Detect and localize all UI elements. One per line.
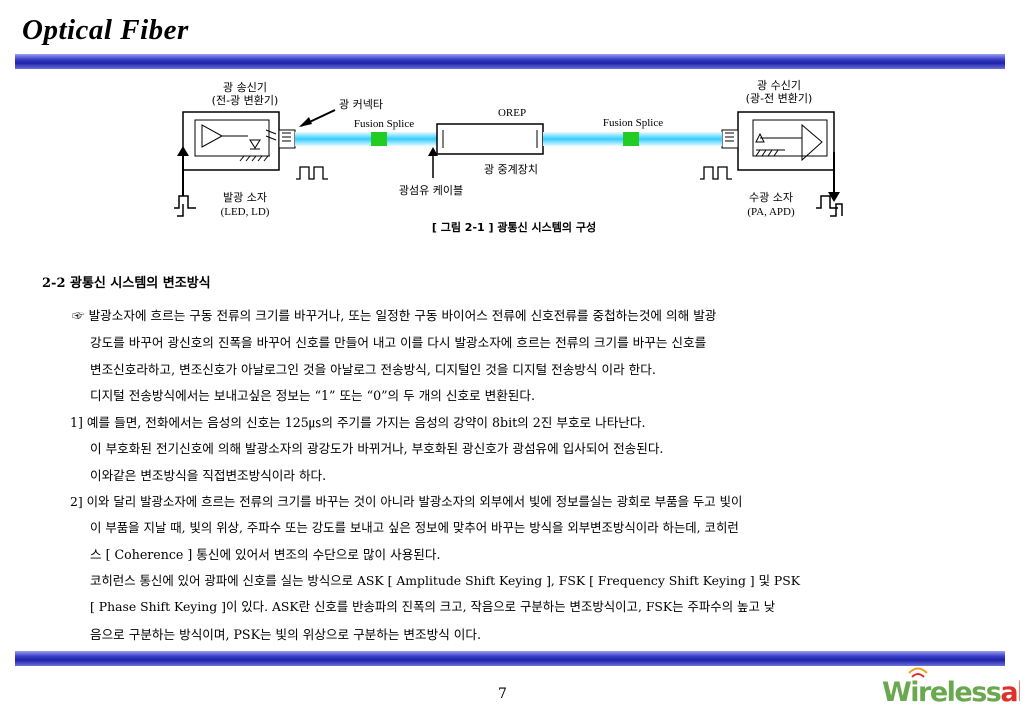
- paragraph-line: 이와같은 변조방식을 직접변조방식이라 하다.: [90, 468, 327, 483]
- orep-label: OREP: [498, 107, 526, 119]
- repeater-box: [436, 123, 544, 155]
- input-pulse-signal: [174, 195, 196, 217]
- connector-label: 광 커넥타: [339, 98, 383, 111]
- receiver-block: [721, 111, 835, 171]
- splice-right-label: Fusion Splice: [603, 117, 663, 129]
- fiber-segment-left: [295, 132, 437, 146]
- wirelessall-logo: Wirelessall: [880, 663, 1023, 708]
- cable-label: 광섬유 케이블: [399, 184, 463, 197]
- paragraph-line: 변조신호라하고, 변조신호가 아날로그인 것을 아날로그 전송방식, 디지털인 …: [90, 362, 656, 377]
- page-number: 7: [498, 686, 507, 702]
- paragraph-line: 스 [ Coherence ] 통신에 있어서 변조의 수단으로 많이 사용된다…: [90, 547, 441, 562]
- emitter-label: 발광 소자: [223, 191, 267, 204]
- paragraph-line: ☞ 발광소자에 흐르는 구동 전류의 크기를 바꾸거나, 또는 일정한 구동 바…: [72, 308, 717, 323]
- optical-system-diagram: 광 송신기 (전-광 변환기) 광 수신기 (광-전 변환기) 광 커넥타 Fu…: [174, 79, 843, 234]
- figure-caption: [ 그림 2-1 ] 광통신 시스템의 구성: [432, 220, 596, 234]
- fusion-splice-right: [623, 132, 639, 146]
- paragraph-line: 디지털 전송방식에서는 보내고싶은 정보는 “1” 또는 “0”의 두 개의 신…: [90, 388, 535, 403]
- paragraph-line: 이 부호화된 전기신호에 의해 발광소자의 광강도가 바뀌거나, 부호화된 광신…: [90, 441, 664, 456]
- tx-title-label: 광 송신기: [223, 81, 267, 94]
- paragraph-line: 이 부품을 지날 때, 빛의 위상, 주파수 또는 강도를 보내고 싶은 정보에…: [90, 520, 739, 535]
- detector-label: 수광 소자: [749, 191, 793, 204]
- rx-title-label: 광 수신기: [757, 79, 801, 92]
- section-heading: 2-2 광통신 시스템의 변조방식: [42, 276, 211, 291]
- rx-sub-label: (광-전 변환기): [746, 92, 813, 105]
- tx-sub-label: (전-광 변환기): [212, 94, 279, 107]
- optical-pulse-left: [296, 166, 328, 180]
- repeater-label: 광 중계장치: [484, 163, 538, 176]
- emitter-sub-label: (LED, LD): [221, 206, 270, 218]
- detector-sub-label: (PA, APD): [747, 206, 795, 218]
- paragraph-line: 음으로 구분하는 방식이며, PSK는 빛의 위상으로 구분하는 변조방식 이다…: [90, 627, 481, 642]
- svg-text:Wirelessall: Wirelessall: [882, 677, 1020, 708]
- footer-divider-bar: [15, 651, 1005, 666]
- paragraph-line: 2] 이와 달리 발광소자에 흐르는 전류의 크기를 바꾸는 것이 아니라 발광…: [70, 494, 743, 509]
- splice-left-label: Fusion Splice: [354, 118, 414, 130]
- transmitter-block: [182, 111, 296, 171]
- output-pulse-signal: [816, 195, 843, 217]
- paragraph-line: [ Phase Shift Keying ]이 있다. ASK란 신호를 반송파…: [90, 599, 776, 614]
- page-title: Optical Fiber: [22, 14, 189, 46]
- paragraph-line: 강도를 바꾸어 광신호의 진폭을 바꾸어 신호를 만들어 내고 이를 다시 발광…: [90, 335, 707, 350]
- header-divider-bar: [15, 54, 1005, 69]
- paragraph-line: 1] 예를 들면, 전화에서는 음성의 신호는 125㎲의 주기를 가지는 음성…: [70, 415, 646, 430]
- paragraph-line: 코히런스 통신에 있어 광파에 신호를 실는 방식으로 ASK [ Amplit…: [90, 573, 801, 588]
- fusion-splice-left: [371, 132, 387, 146]
- optical-pulse-right: [700, 166, 732, 180]
